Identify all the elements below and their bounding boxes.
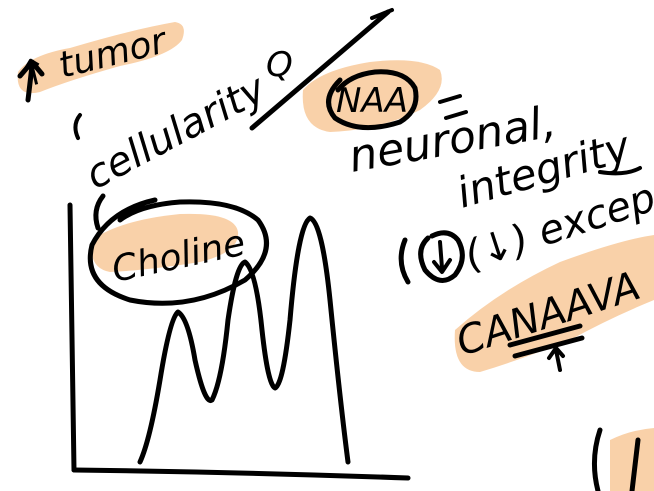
slash-tick (370, 8, 394, 20)
choline-bracket (93, 193, 106, 231)
corner-stroke (629, 437, 641, 491)
highlight-canaava (454, 235, 654, 372)
bracket-cellularity (73, 113, 82, 140)
text-cellularity: cellularity (78, 65, 274, 199)
down-arrow-circle (418, 230, 465, 283)
text-tumor: ↑ tumor (14, 20, 172, 97)
underline-1 (507, 323, 583, 348)
up-arrow-tumor (17, 59, 45, 103)
equals-line-1 (438, 94, 462, 104)
naa-circle (326, 69, 419, 131)
choline-circle (87, 197, 269, 306)
up-arrow-canaava (547, 346, 565, 372)
axis-x (71, 467, 411, 481)
highlight-tumor (17, 22, 184, 94)
slash-line (249, 9, 391, 131)
down-arrow (432, 240, 452, 274)
highlight-choline (91, 213, 239, 272)
underline-2 (512, 335, 585, 359)
axis-y (67, 202, 77, 473)
corner-bracket (592, 427, 603, 491)
text-naa: NAA (336, 81, 408, 121)
except-brace (598, 166, 642, 176)
equals-line-2 (444, 110, 468, 120)
spectrum-peaks (137, 215, 351, 465)
highlight-corner (610, 428, 654, 491)
paren-left (398, 237, 411, 285)
text-q-mark: Q (266, 45, 293, 85)
